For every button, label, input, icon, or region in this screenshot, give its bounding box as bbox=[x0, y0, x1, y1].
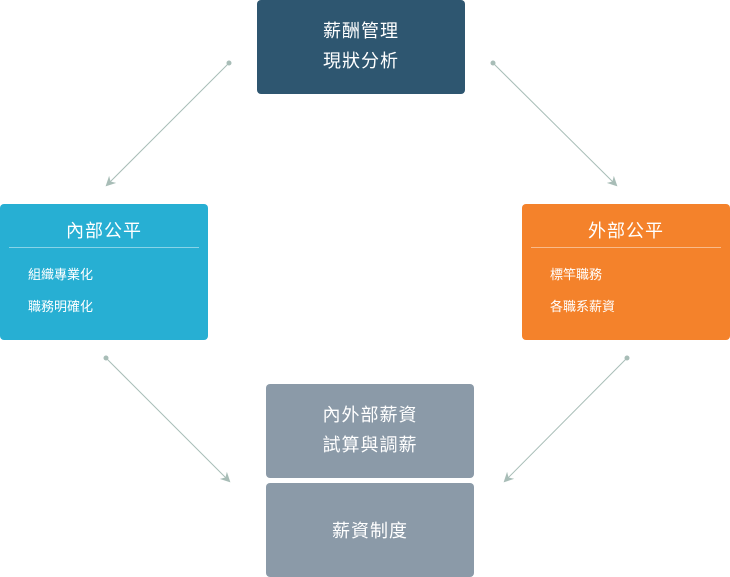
salary-analysis-line2: 現狀分析 bbox=[323, 51, 399, 72]
external-equity-box: 外部公平 標竿職務 各職系薪資 bbox=[522, 204, 730, 340]
salary-system-label: 薪資制度 bbox=[332, 521, 408, 542]
external-equity-divider bbox=[531, 247, 721, 248]
external-equity-title: 外部公平 bbox=[588, 221, 664, 242]
salary-analysis-line1: 薪酬管理 bbox=[323, 21, 399, 42]
internal-equity-divider bbox=[9, 247, 199, 248]
internal-equity-item: 職務明確化 bbox=[28, 300, 94, 315]
salary-calculation-line2: 試算與調薪 bbox=[322, 435, 418, 456]
internal-equity-title: 內部公平 bbox=[66, 221, 142, 242]
external-equity-item: 各職系薪資 bbox=[550, 300, 616, 315]
salary-system-box: 薪資制度 bbox=[266, 483, 474, 577]
internal-equity-box: 內部公平 組織專業化 職務明確化 bbox=[0, 204, 208, 340]
external-equity-list: 標竿職務 各職系薪資 bbox=[522, 248, 730, 324]
arrow-top-to-left bbox=[105, 60, 232, 187]
internal-equity-item: 組織專業化 bbox=[28, 268, 94, 283]
arrow-left-to-middle bbox=[103, 355, 231, 483]
salary-calculation-line1: 內外部薪資 bbox=[322, 405, 418, 426]
external-equity-item: 標竿職務 bbox=[550, 268, 603, 283]
salary-analysis-box: 薪酬管理 現狀分析 bbox=[257, 0, 465, 94]
arrow-right-to-middle bbox=[503, 355, 630, 483]
salary-calculation-box: 內外部薪資 試算與調薪 bbox=[266, 384, 474, 478]
internal-equity-list: 組織專業化 職務明確化 bbox=[0, 248, 208, 324]
arrow-top-to-right bbox=[490, 60, 618, 187]
